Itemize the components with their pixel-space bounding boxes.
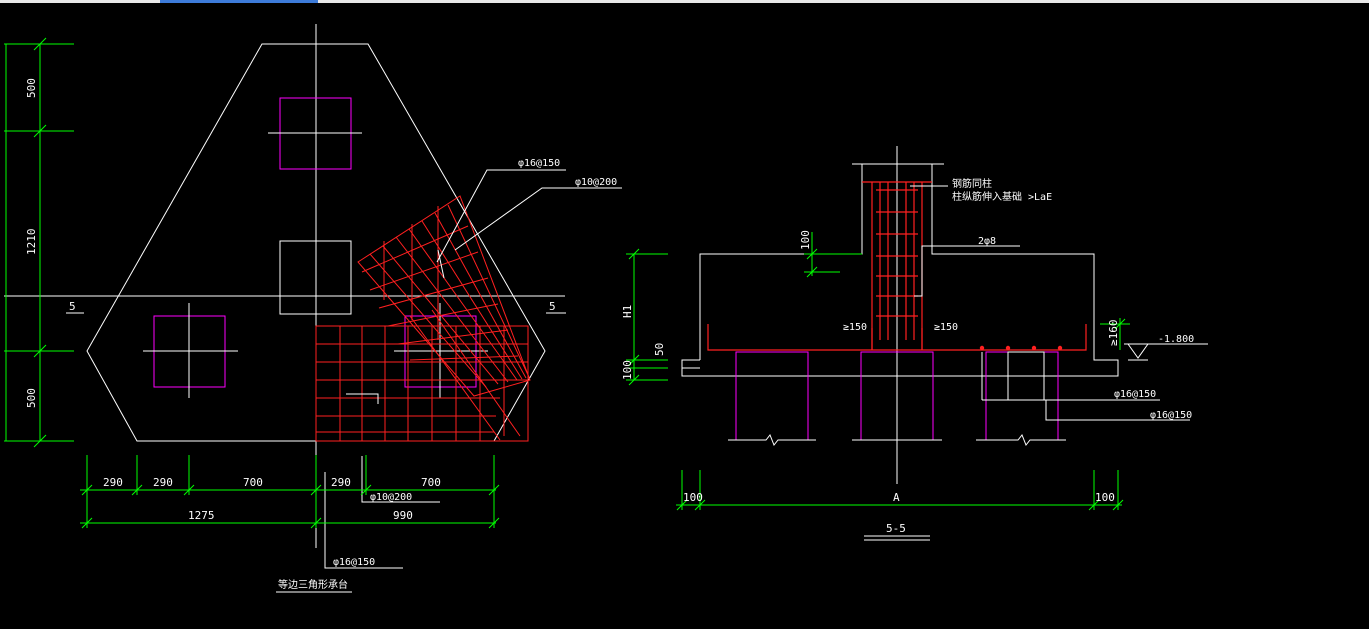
dim-left-2: 1210 xyxy=(25,229,38,256)
section-dim-h1: H1 xyxy=(621,305,634,318)
section-dim-50: 50 xyxy=(653,343,666,356)
plan-view: 5 5 xyxy=(4,24,622,593)
section-pile-mid xyxy=(860,351,934,440)
rebar-dot-3 xyxy=(1031,345,1037,351)
section-cap-outline xyxy=(681,163,1119,377)
section-pile-left xyxy=(735,351,809,440)
dim-bottom-5: 700 xyxy=(421,476,441,489)
dim-bottom-1: 290 xyxy=(103,476,123,489)
dim-bottom-total-1: 1275 xyxy=(188,509,215,522)
section-anchor-right: ≥150 xyxy=(934,322,958,333)
section-dim-bottom-mid: A xyxy=(893,491,900,504)
section-mark-right: 5 xyxy=(549,300,556,313)
rebar-label-3: φ10@200 xyxy=(370,492,412,503)
section-pile-right xyxy=(985,351,1059,440)
dim-bottom-3: 700 xyxy=(243,476,263,489)
rebar-label-1: φ16@150 xyxy=(518,158,560,169)
rebar-dot-4 xyxy=(1057,345,1063,351)
section-stirrup-label: 2φ8 xyxy=(978,236,996,247)
plan-title: 等边三角形承台 xyxy=(278,578,348,591)
rebar-dot-2 xyxy=(1005,345,1011,351)
dim-bottom-total-2: 990 xyxy=(393,509,413,522)
section-dim-bottom-left: 100 xyxy=(683,491,703,504)
section-dim-160: ≥160 xyxy=(1107,320,1120,347)
section-dim-100-left: 100 xyxy=(621,360,634,380)
dim-left-3: 500 xyxy=(25,388,38,408)
section-anchor-left: ≥150 xyxy=(843,322,867,333)
active-tab-indicator[interactable] xyxy=(160,0,318,3)
section-dim-top: 100 xyxy=(799,230,812,250)
rebar-dot-1 xyxy=(979,345,985,351)
section-rebar-label-2: φ16@150 xyxy=(1150,410,1192,421)
section-title: 5-5 xyxy=(886,522,906,535)
section-note-1: 钢筋同柱 xyxy=(952,177,992,190)
section-mark-left: 5 xyxy=(69,300,76,313)
section-bottom-rebar xyxy=(707,324,1087,351)
window-top-strip xyxy=(0,0,1369,3)
dim-left-1: 500 xyxy=(25,78,38,98)
rebar-label-4: φ16@150 xyxy=(333,557,375,568)
rebar-mesh-diagonal xyxy=(357,195,531,397)
column-outline xyxy=(279,240,352,315)
section-view: 钢筋同柱 柱纵筋伸入基础 >LaE 2φ8 ≥150 ≥150 -1.800 φ… xyxy=(621,146,1208,541)
section-note-2: 柱纵筋伸入基础 >LaE xyxy=(952,190,1052,203)
dim-bottom-2: 290 xyxy=(153,476,173,489)
section-rebar-label-1: φ16@150 xyxy=(1114,389,1156,400)
rebar-mesh-orthogonal xyxy=(315,309,529,442)
dim-bottom-4: 290 xyxy=(331,476,351,489)
section-dim-bottom-right: 100 xyxy=(1095,491,1115,504)
section-elevation: -1.800 xyxy=(1158,334,1194,345)
rebar-label-2: φ10@200 xyxy=(575,177,617,188)
